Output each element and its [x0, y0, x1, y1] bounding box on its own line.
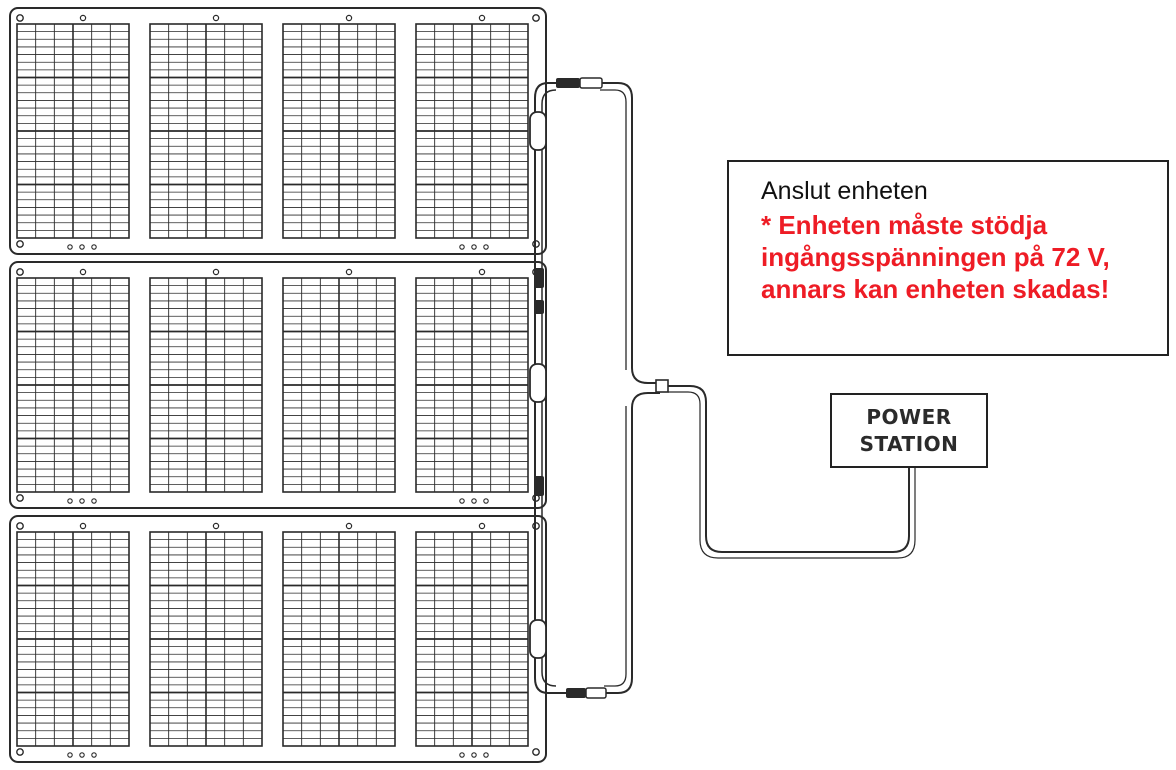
solar-module [16, 23, 130, 239]
cable-clip-bottom [529, 619, 547, 659]
mounting-hole [532, 14, 540, 22]
inline-connector-3 [534, 476, 544, 496]
solar-panel [9, 7, 547, 255]
panel-indicator-dot [91, 752, 97, 758]
panel-indicator-dot [483, 244, 489, 250]
panel-indicator-dot [483, 752, 489, 758]
mc4-connector-bottom-left [566, 688, 586, 698]
panel-indicator-dot [67, 752, 73, 758]
solar-module [16, 277, 130, 493]
panel-indicator-dot [459, 752, 465, 758]
mc4-connector-top-left [556, 78, 580, 88]
cable-lower-inner [604, 406, 627, 687]
solar-module [282, 23, 396, 239]
solar-module [149, 531, 263, 747]
solar-module [16, 531, 130, 747]
module-marker [79, 522, 87, 530]
solar-module [282, 277, 396, 493]
panel-indicator-dot [91, 244, 97, 250]
inline-connector-2 [534, 300, 544, 314]
wiring [529, 77, 916, 699]
module-marker [478, 268, 486, 276]
cable-clip-top [529, 111, 547, 151]
y-junction-connector [655, 379, 669, 393]
mounting-hole [532, 748, 540, 756]
cable-clip-middle [529, 363, 547, 403]
module-marker [79, 14, 87, 22]
module-marker [478, 14, 486, 22]
inline-connector-1 [534, 268, 544, 288]
module-marker [212, 14, 220, 22]
panel-indicator-dot [483, 498, 489, 504]
panel-indicator-dot [91, 498, 97, 504]
cable-upper-inner [600, 89, 627, 370]
cable-to-power-station [668, 385, 910, 553]
solar-panel [9, 515, 547, 763]
voltage-warning-text: * Enheten måste stödja ingångsspänningen… [761, 210, 1110, 304]
solar-array [9, 7, 547, 763]
solar-module [415, 23, 529, 239]
solar-panel [9, 261, 547, 509]
mc4-connector-top-right [579, 77, 603, 89]
power-station-box: POWER STATION [830, 393, 988, 468]
mounting-hole [16, 748, 24, 756]
module-marker [212, 522, 220, 530]
module-marker [345, 14, 353, 22]
panel-indicator-dot [459, 498, 465, 504]
note-title: Anslut enheten [761, 177, 928, 205]
module-marker [345, 268, 353, 276]
instruction-note-box: Anslut enheten * Enheten måste stödja in… [727, 160, 1169, 356]
mounting-hole [16, 522, 24, 530]
mounting-hole [16, 494, 24, 502]
panel-indicator-dot [79, 244, 85, 250]
power-station-label-line1: POWER [866, 404, 952, 429]
panel-indicator-dot [471, 498, 477, 504]
module-marker [212, 268, 220, 276]
power-station-label-line2: STATION [859, 431, 959, 456]
mc4-connector-bottom-right [585, 687, 607, 699]
panel-indicator-dot [79, 498, 85, 504]
panel-indicator-dot [79, 752, 85, 758]
mounting-hole [16, 14, 24, 22]
solar-module [415, 277, 529, 493]
module-marker [79, 268, 87, 276]
panel-indicator-dot [471, 244, 477, 250]
solar-module [149, 277, 263, 493]
cable-upper [600, 82, 660, 384]
panel-indicator-dot [459, 244, 465, 250]
module-marker [345, 522, 353, 530]
module-marker [478, 522, 486, 530]
panel-indicator-dot [67, 244, 73, 250]
solar-module [282, 531, 396, 747]
panel-indicator-dot [471, 752, 477, 758]
solar-module [149, 23, 263, 239]
panel-indicator-dot [67, 498, 73, 504]
cable-lower [604, 392, 660, 694]
solar-module [415, 531, 529, 747]
mounting-hole [16, 240, 24, 248]
mounting-hole [16, 268, 24, 276]
cable-to-power-station-inner [668, 391, 916, 559]
